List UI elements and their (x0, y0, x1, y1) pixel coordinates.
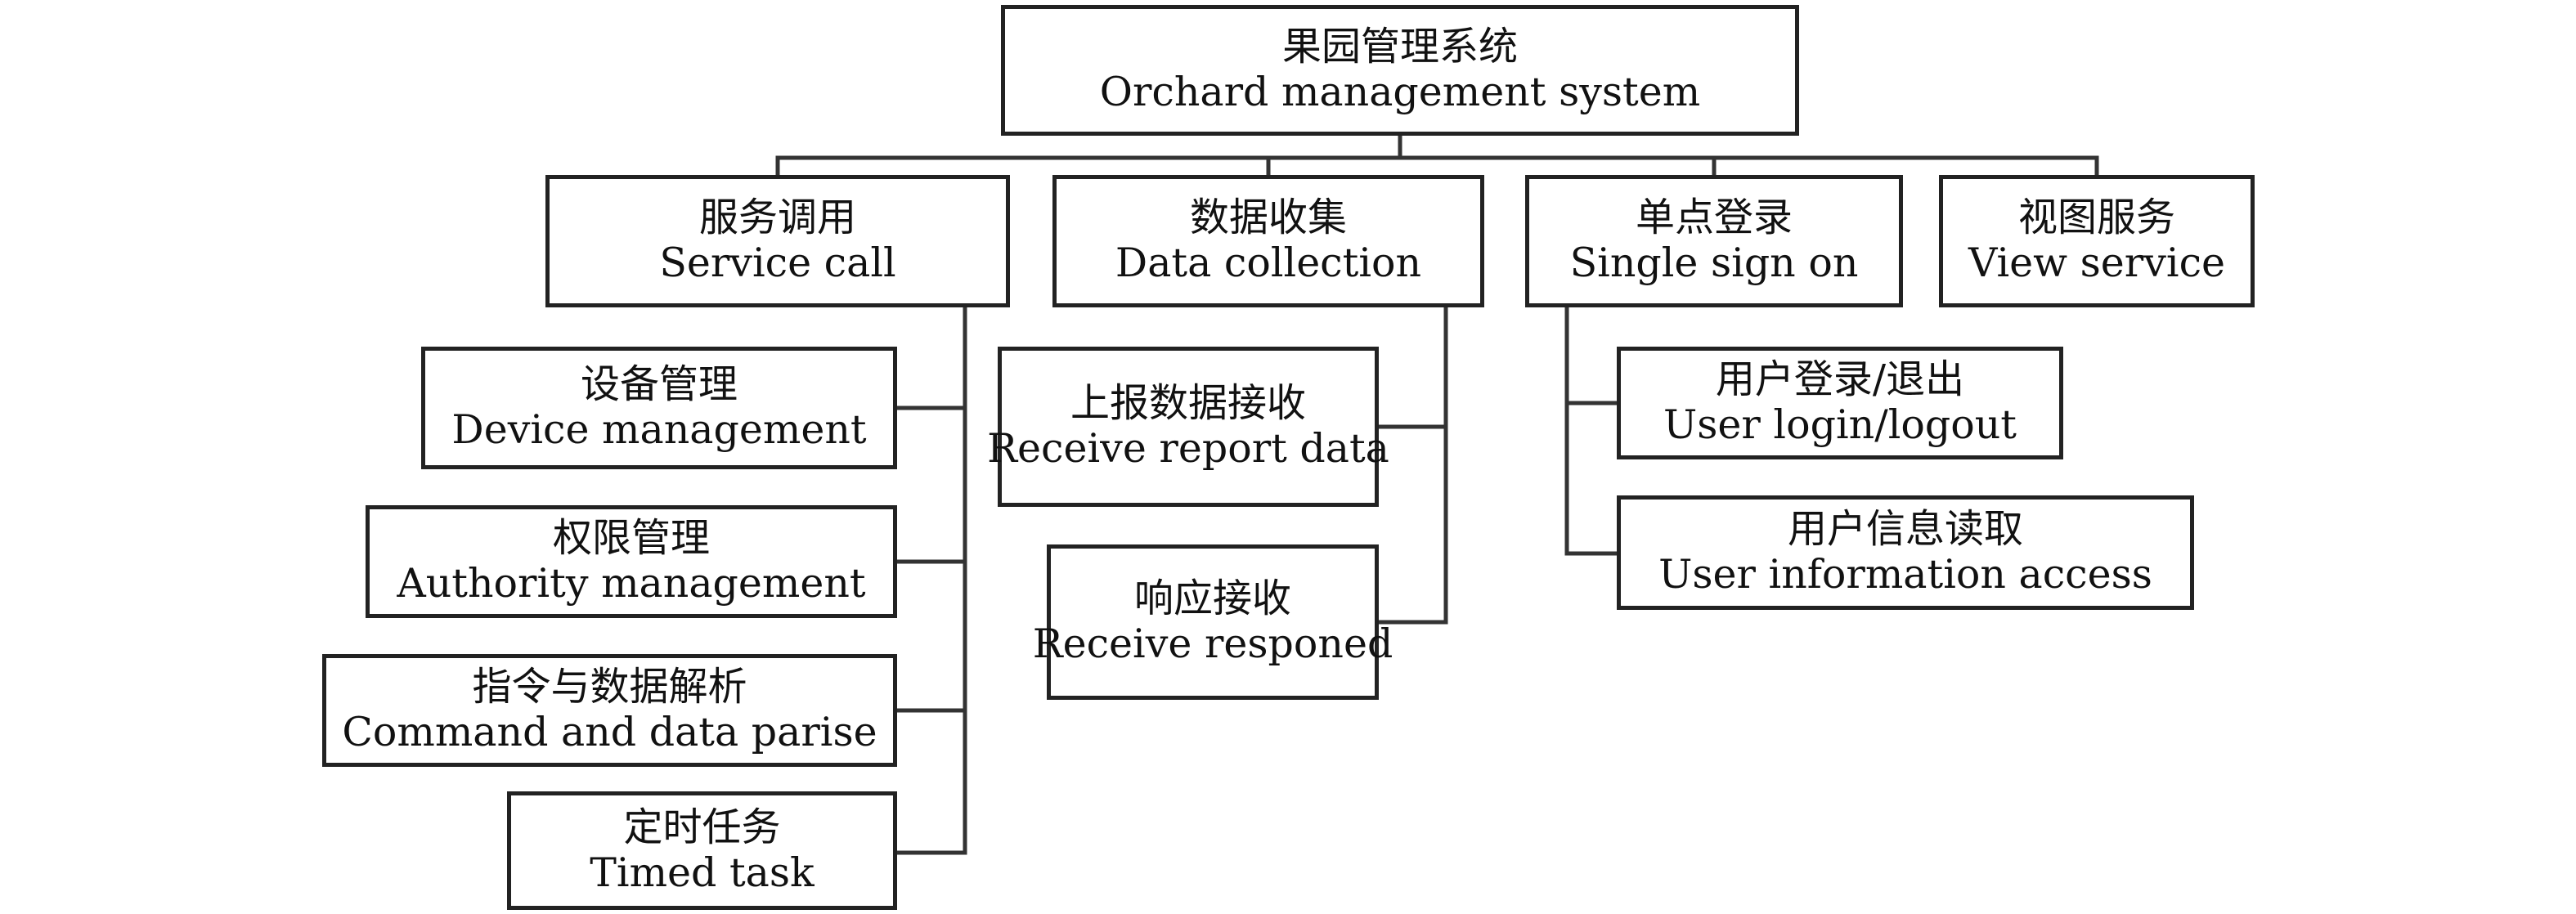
node-timed-task: 定时任务 Timed task (507, 791, 897, 910)
node-view-service: 视图服务 View service (1939, 175, 2255, 307)
node-view-service-label-zh: 视图服务 (2017, 195, 2175, 241)
node-user-information-access: 用户信息读取 User information access (1617, 495, 2194, 610)
node-data-collection-label-zh: 数据收集 (1189, 195, 1347, 241)
node-user-information-access-label-en: User information access (1658, 551, 2152, 598)
node-data-collection: 数据收集 Data collection (1052, 175, 1484, 307)
node-receive-report-data: 上报数据接收 Receive report data (987, 347, 1389, 507)
node-authority-management-label-en: Authority management (397, 560, 866, 607)
node-receive-response-label-zh: 响应接收 (1133, 576, 1291, 622)
node-user-information-access-label-zh: 用户信息读取 (1787, 506, 2023, 553)
node-receive-report-data-label-zh: 上报数据接收 (1070, 380, 1306, 427)
node-view-service-label-en: View service (1968, 240, 2226, 287)
node-single-sign-on-label-zh: 单点登录 (1635, 195, 1793, 241)
node-timed-task-label-zh: 定时任务 (623, 804, 781, 850)
node-service-call: 服务调用 Service call (545, 175, 1010, 307)
node-device-management-label-zh: 设备管理 (580, 361, 738, 408)
node-single-sign-on-label-en: Single sign on (1569, 240, 1859, 287)
node-data-collection-label-en: Data collection (1115, 240, 1422, 287)
node-receive-response: 响应接收 Receive responed (1033, 544, 1393, 700)
root-node-orchard-management-system: 果园管理系统 Orchard management system (1001, 5, 1799, 136)
node-device-management-label-en: Device management (451, 406, 867, 454)
node-user-login-logout-label-zh: 用户登录/退出 (1715, 356, 1965, 403)
root-node-label-zh: 果园管理系统 (1281, 24, 1518, 70)
node-receive-report-data-label-en: Receive report data (987, 425, 1389, 473)
root-node-label-en: Orchard management system (1099, 69, 1701, 116)
node-authority-management-label-zh: 权限管理 (552, 515, 710, 562)
node-single-sign-on: 单点登录 Single sign on (1525, 175, 1903, 307)
node-command-and-data-parse-label-zh: 指令与数据解析 (472, 664, 747, 710)
node-user-login-logout: 用户登录/退出 User login/logout (1617, 347, 2063, 459)
node-service-call-label-zh: 服务调用 (698, 195, 856, 241)
node-receive-response-label-en: Receive responed (1032, 621, 1393, 668)
node-command-and-data-parse: 指令与数据解析 Command and data parise (322, 654, 897, 767)
node-authority-management: 权限管理 Authority management (366, 505, 897, 618)
node-command-and-data-parse-label-en: Command and data parise (342, 709, 877, 756)
node-user-login-logout-label-en: User login/logout (1663, 401, 2017, 449)
node-timed-task-label-en: Timed task (590, 849, 815, 896)
node-service-call-label-en: Service call (659, 240, 896, 287)
node-device-management: 设备管理 Device management (421, 347, 897, 469)
